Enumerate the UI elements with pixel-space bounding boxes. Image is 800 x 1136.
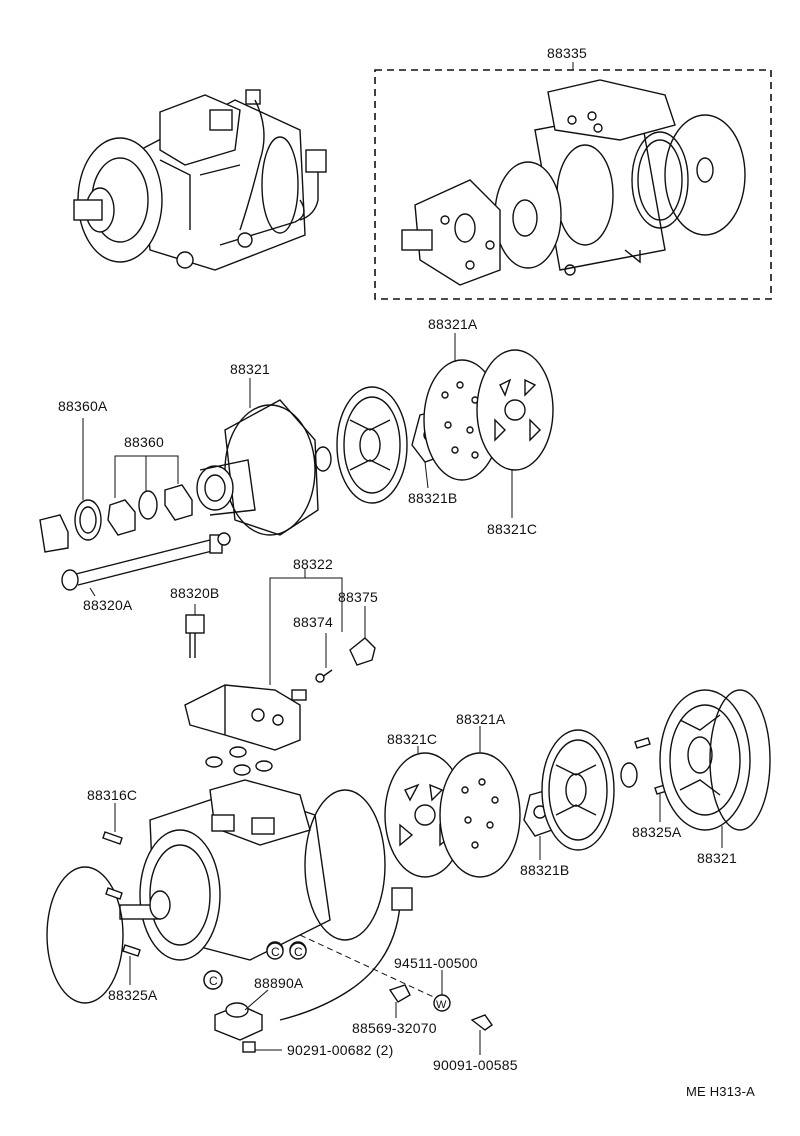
label-88320A: 88320A	[83, 597, 133, 613]
small-fasteners-lower: W	[242, 970, 493, 1055]
label-88320B: 88320B	[170, 585, 220, 601]
shaft-seal-parts	[39, 418, 193, 553]
clamp-mark-3: C	[294, 945, 303, 959]
washer-mark: W	[436, 999, 447, 1011]
label-88321C-top: 88321C	[487, 521, 538, 537]
label-90291-00682: 90291-00682 (2)	[287, 1042, 394, 1058]
kit-88335-box	[374, 62, 772, 300]
clamp-mark-1: C	[209, 974, 218, 988]
front-head-88321	[196, 378, 319, 536]
o-ring-lower	[620, 762, 638, 788]
clamp-markers: C C C	[203, 942, 307, 990]
label-88321A-top: 88321A	[428, 316, 478, 332]
label-88890A: 88890A	[254, 975, 304, 991]
thermal-switch-harness	[214, 887, 441, 1041]
through-bolt-88320A	[61, 532, 231, 597]
valve-plate-lower	[541, 729, 615, 851]
compressor-assembly-illustration	[73, 89, 327, 271]
label-88360A: 88360A	[58, 398, 108, 414]
label-88321C-bottom: 88321C	[387, 731, 438, 747]
plate-88321A-lower	[439, 726, 521, 878]
label-88321-top: 88321	[230, 361, 270, 377]
label-88321A-bottom: 88321A	[456, 711, 506, 727]
label-88375: 88375	[338, 589, 378, 605]
label-88321B-bottom: 88321B	[520, 862, 570, 878]
valve-spring-88374	[315, 633, 333, 683]
control-valve-88322	[184, 568, 343, 776]
label-88360: 88360	[124, 434, 164, 450]
label-88569-32070: 88569-32070	[352, 1020, 437, 1036]
label-88374: 88374	[293, 614, 333, 630]
label-88325A-right: 88325A	[632, 824, 682, 840]
label-94511-00500: 94511-00500	[394, 955, 478, 971]
valve-plate-upper	[336, 386, 408, 504]
label-88321-bottom: 88321	[697, 850, 737, 866]
label-88322: 88322	[293, 556, 333, 572]
compressor-body-lower	[46, 779, 386, 1004]
diagram-code: ME H313-A	[686, 1084, 755, 1099]
label-88325A-left: 88325A	[108, 987, 158, 1003]
label-88316C: 88316C	[87, 787, 138, 803]
o-ring-upper	[314, 446, 332, 472]
pins-left	[102, 803, 141, 985]
bolt-88320B	[185, 604, 205, 658]
label-88335: 88335	[547, 45, 587, 61]
valve-cap-88375	[349, 606, 376, 666]
front-head-88321-lower	[659, 689, 771, 848]
label-88321B-top: 88321B	[408, 490, 458, 506]
clamp-mark-2: C	[271, 945, 280, 959]
plate-88321C-upper	[476, 349, 554, 518]
label-90091-00585: 90091-00585	[433, 1057, 518, 1073]
